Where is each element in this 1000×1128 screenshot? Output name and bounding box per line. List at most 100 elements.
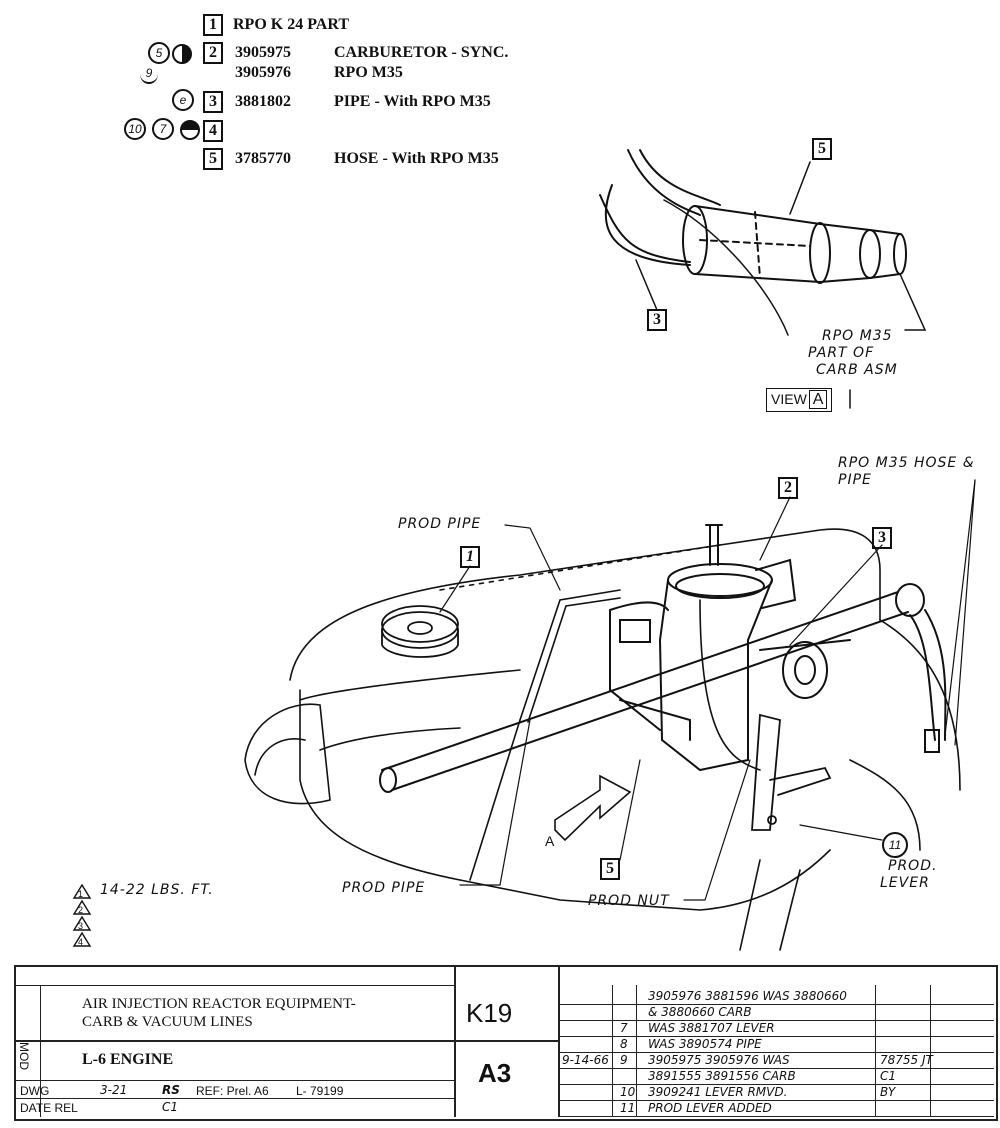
divider bbox=[636, 985, 637, 1117]
revision-row-divider bbox=[558, 1068, 994, 1069]
divider bbox=[14, 1080, 454, 1081]
dwg-initials: RS bbox=[162, 1083, 180, 1097]
drawing-title-line2: CARB & VACUUM LINES bbox=[82, 1014, 253, 1030]
engine-label: L-6 ENGINE bbox=[82, 1051, 174, 1068]
view-a-callout-5: 5 bbox=[812, 138, 832, 160]
part-number: 3785770 bbox=[235, 150, 291, 167]
part-row-1: 1 RPO K 24 PART bbox=[203, 14, 349, 36]
part-number-box: 3 bbox=[203, 91, 223, 113]
revision-symbol: 9 bbox=[620, 1053, 628, 1067]
title-block-border bbox=[14, 965, 998, 1121]
divider bbox=[930, 985, 931, 1117]
revision-row-divider bbox=[558, 1116, 994, 1117]
part-row-2: 2 3905975 3905976 CARBURETOR - SYNC. RPO… bbox=[203, 42, 508, 81]
prod-nut-label: PROD NUT bbox=[588, 893, 670, 909]
leader-lines bbox=[439, 479, 976, 901]
revision-symbol: 10 bbox=[620, 1085, 636, 1099]
revision-text: PROD LEVER ADDED bbox=[648, 1101, 772, 1115]
torque-triangle-icons bbox=[72, 883, 92, 947]
revision-row-divider bbox=[558, 1052, 994, 1053]
part-description: CARBURETOR - SYNC. bbox=[334, 44, 509, 61]
oil-filler-cap bbox=[381, 605, 459, 658]
engine-block bbox=[244, 528, 961, 951]
divider bbox=[454, 1040, 558, 1042]
divider bbox=[612, 985, 613, 1117]
revision-row-divider bbox=[558, 1020, 994, 1021]
divider bbox=[558, 965, 560, 1117]
mod-label: MOD bbox=[17, 1042, 31, 1070]
callout-circle: 10 bbox=[124, 118, 146, 140]
revision-text: & 3880660 CARB bbox=[648, 1005, 752, 1019]
part-number: 3881802 bbox=[235, 93, 291, 110]
revision-text: 3905976 3881596 WAS 3880660 bbox=[648, 989, 847, 1003]
divider bbox=[14, 985, 454, 986]
view-a-note: RPO M35 PART OF CARB ASM bbox=[808, 328, 898, 378]
part-number-box: 1 bbox=[203, 14, 223, 36]
revision-symbol: 8 bbox=[620, 1037, 628, 1051]
part-number: 3905975 bbox=[235, 44, 291, 61]
divider bbox=[875, 985, 876, 1117]
revision-extra: C1 bbox=[880, 1069, 897, 1083]
direction-arrow-a bbox=[554, 774, 632, 842]
rpo-hose-pipe-label: RPO M35 HOSE & PIPE bbox=[838, 455, 975, 488]
torque-spec-text: 14-22 LBS. FT. bbox=[100, 882, 214, 898]
engine-line-drawing bbox=[244, 149, 976, 951]
divider bbox=[40, 985, 41, 1117]
revision-text: WAS 3890574 PIPE bbox=[648, 1037, 762, 1051]
revision-text: WAS 3881707 LEVER bbox=[648, 1021, 775, 1035]
callout-circle: 7 bbox=[152, 118, 174, 140]
part-description: HOSE - With RPO M35 bbox=[334, 150, 499, 167]
part-row-4: 4 bbox=[203, 120, 223, 142]
part-number-alt: 3905976 bbox=[235, 64, 291, 81]
divider bbox=[14, 1098, 454, 1099]
prod-pipe-label-bottom: PROD PIPE bbox=[342, 880, 426, 896]
throttle-lever bbox=[751, 713, 832, 831]
revision-symbol: 11 bbox=[620, 1101, 636, 1115]
ref-label: REF: Prel. A6 bbox=[196, 1084, 269, 1098]
quarter-circle-icon bbox=[180, 120, 200, 140]
drawing-title-line1: AIR INJECTION REACTOR EQUIPMENT- bbox=[82, 996, 356, 1012]
prod-pipe bbox=[469, 589, 621, 881]
section-code: K19 bbox=[466, 998, 513, 1028]
carburetor bbox=[609, 524, 851, 772]
date-label: DATE REL bbox=[20, 1101, 78, 1115]
dwg-label: DWG bbox=[20, 1084, 50, 1098]
callout-circle: 5 bbox=[148, 42, 170, 64]
date-initials: C1 bbox=[162, 1100, 179, 1114]
dwg-value: 3-21 bbox=[100, 1083, 128, 1097]
view-a-hose-detail bbox=[599, 149, 927, 409]
torque-markers bbox=[72, 883, 92, 953]
main-callout-11: 11 bbox=[882, 832, 908, 858]
divider bbox=[14, 1040, 454, 1042]
revision-extra: BY bbox=[880, 1085, 896, 1099]
part-number-box: 4 bbox=[203, 120, 223, 142]
revision-row-divider bbox=[558, 1004, 994, 1005]
main-callout-5: 5 bbox=[600, 858, 620, 880]
callout-circle: e bbox=[172, 89, 194, 111]
revision-text: 3909241 LEVER RMVD. bbox=[648, 1085, 788, 1099]
revision-extra: 78755 JT bbox=[880, 1053, 933, 1067]
main-callout-2: 2 bbox=[778, 477, 798, 499]
main-callout-1: 1 bbox=[460, 546, 480, 568]
part-row-5: 5 3785770 HOSE - With RPO M35 bbox=[203, 148, 499, 170]
revision-row-divider bbox=[558, 1036, 994, 1037]
half-circle-icon bbox=[172, 44, 192, 64]
l-number: L- 79199 bbox=[296, 1084, 344, 1098]
callout-circle: 9 bbox=[140, 64, 158, 84]
sheet-code: A3 bbox=[478, 1058, 512, 1088]
view-a-callout-3: 3 bbox=[647, 309, 667, 331]
revision-symbol: 7 bbox=[620, 1021, 628, 1035]
revision-row-divider bbox=[558, 1084, 994, 1085]
part-description-alt: RPO M35 bbox=[334, 64, 403, 81]
prod-pipe-label-top: PROD PIPE bbox=[398, 516, 482, 532]
part-number-box: 5 bbox=[203, 148, 223, 170]
revision-text: 3905975 3905976 WAS bbox=[648, 1053, 790, 1067]
revision-date: 9-14-66 bbox=[562, 1053, 609, 1067]
revision-row-divider bbox=[558, 1100, 994, 1101]
view-a-arrow-label: A bbox=[545, 833, 555, 849]
revision-text: 3891555 3891556 CARB bbox=[648, 1069, 796, 1083]
part-row-3: 3 3881802 PIPE - With RPO M35 bbox=[203, 91, 491, 113]
prod-lever-label: PROD. LEVER bbox=[880, 858, 938, 891]
